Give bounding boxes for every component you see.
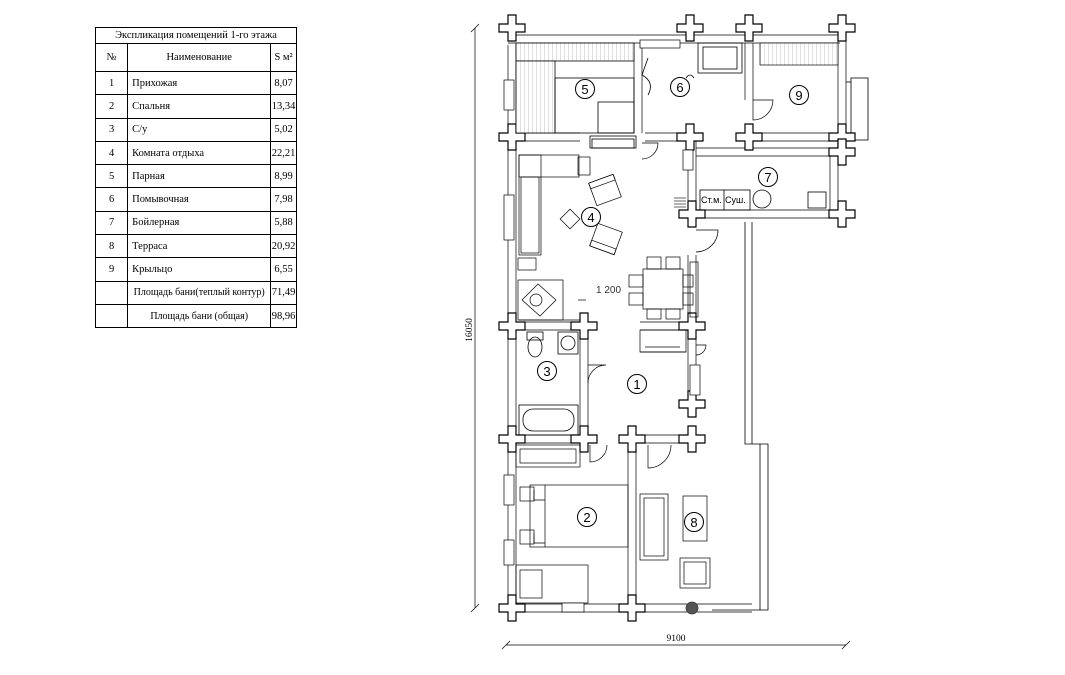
dining-table	[628, 256, 699, 320]
windows	[503, 39, 701, 566]
dim-width-label: 9100	[667, 634, 686, 644]
room-number-label: 2	[583, 510, 590, 525]
log-corner	[498, 425, 526, 453]
log-corner	[618, 594, 646, 622]
room-number-circle	[581, 207, 601, 227]
room-number-circle	[758, 167, 778, 187]
label-dryer: Суш.	[725, 195, 746, 205]
room-number-label: 5	[581, 82, 588, 97]
room-number-label: 7	[764, 170, 771, 185]
room-number-circle	[575, 79, 595, 99]
cell-num	[94, 303, 129, 329]
table-total-row: Площадь бани (общая)98,96	[94, 303, 297, 329]
room-number-circle	[627, 374, 647, 394]
room-number-circle	[789, 85, 809, 105]
header-num: №	[94, 43, 129, 72]
sauna-benches	[515, 42, 637, 149]
room-number-label: 6	[676, 80, 683, 95]
room-number-label: 9	[795, 88, 802, 103]
cell-name: Парная	[127, 164, 272, 189]
door-swings	[587, 99, 774, 469]
log-corner	[828, 138, 856, 166]
cell-area: 22,21	[270, 140, 297, 166]
vent-steps	[674, 197, 686, 208]
cell-num: 9	[94, 257, 129, 282]
log-corner	[570, 312, 598, 340]
log-corner	[498, 594, 526, 622]
cell-area: 6,55	[270, 257, 297, 282]
log-corner	[676, 123, 704, 151]
cell-name: Помывочная	[127, 187, 272, 212]
room-number-circle	[684, 512, 704, 532]
cell-name: Бойлерная	[127, 210, 272, 236]
log-corners	[498, 14, 856, 622]
log-corner	[828, 200, 856, 228]
room-number-label: 4	[587, 210, 594, 225]
table-header-row: № Наименование S м²	[94, 43, 297, 72]
boiler-items	[699, 189, 827, 211]
porch-stairs	[759, 42, 839, 66]
log-corner	[735, 14, 763, 42]
log-corner	[676, 14, 704, 42]
log-corner	[678, 390, 706, 418]
cell-num: 3	[94, 117, 129, 142]
cell-name: С/у	[127, 117, 272, 142]
log-corner	[735, 123, 763, 151]
shower-fixtures	[641, 42, 743, 96]
cell-total-area: 98,96	[270, 303, 297, 329]
cell-num: 8	[94, 234, 129, 259]
log-corner	[828, 14, 856, 42]
terrace-furniture	[639, 493, 711, 615]
log-corner	[570, 425, 598, 453]
label-washing-machine: Ст.м.	[701, 195, 722, 205]
cell-area: 8,07	[270, 70, 297, 96]
room-number-circle	[537, 361, 557, 381]
partition-lines	[507, 34, 847, 613]
explication-table: Экспликация помещений 1-го этажа № Наиме…	[94, 27, 297, 329]
cell-area: 5,88	[270, 210, 297, 236]
bathroom-fixtures	[518, 331, 579, 436]
dim-height-label: 16050	[465, 318, 475, 342]
header-name: Наименование	[127, 43, 272, 72]
dim-inner-label: 1 200	[596, 285, 621, 296]
room-number-label: 1	[633, 377, 640, 392]
cell-name: Спальня	[127, 94, 272, 119]
room-number-circle	[577, 507, 597, 527]
log-corner	[618, 425, 646, 453]
room-number-label: 3	[543, 364, 550, 379]
log-corner	[678, 200, 706, 228]
room-number-label: 8	[690, 515, 697, 530]
log-corner	[498, 14, 526, 42]
hall-furniture	[639, 329, 687, 353]
terrace-outline	[712, 77, 869, 611]
dimension-vertical	[470, 23, 480, 613]
cell-num	[94, 280, 129, 305]
log-corner	[498, 312, 526, 340]
cell-num: 5	[94, 164, 129, 189]
cell-total-name: Площадь бани (общая)	[127, 303, 272, 329]
cell-area: 13,34	[270, 94, 297, 119]
cell-area: 20,92	[270, 234, 297, 259]
cell-name: Терраса	[127, 234, 272, 259]
log-corner	[678, 312, 706, 340]
lounge-furniture	[517, 154, 623, 321]
room-number-circle	[670, 77, 690, 97]
bedroom-furniture	[515, 444, 629, 613]
log-corner	[678, 425, 706, 453]
room-labels: 1 2 3 4 5 6 7 8 9	[537, 77, 809, 532]
dimension-horizontal	[501, 640, 851, 650]
